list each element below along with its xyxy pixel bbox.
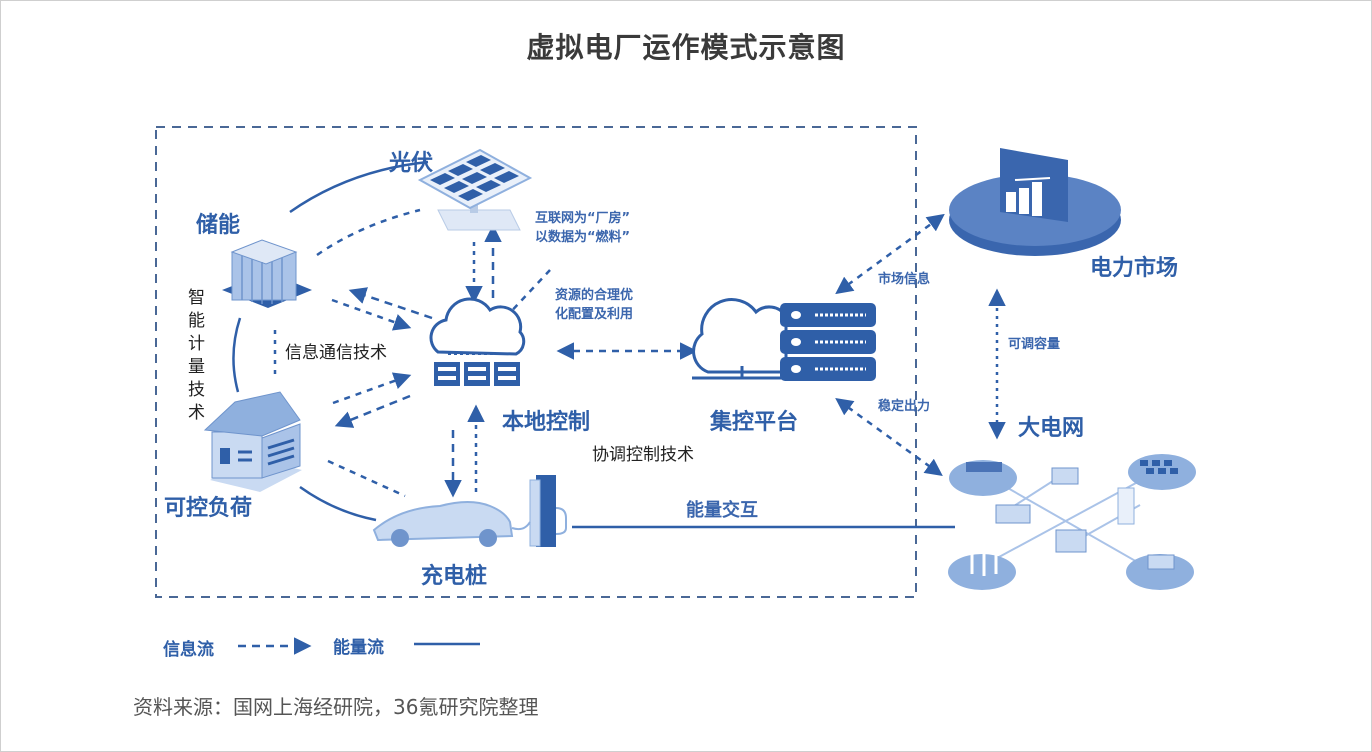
node-label-charging-pile: 充电桩 bbox=[421, 564, 488, 589]
annotation-market-info: 市场信息 bbox=[878, 272, 931, 287]
annotation-adjustable-capacity: 可调容量 bbox=[1008, 337, 1061, 352]
house-icon bbox=[203, 391, 302, 492]
central-platform-icon bbox=[692, 298, 876, 381]
electric-car-icon bbox=[372, 501, 514, 547]
info-arc-storage-pv bbox=[316, 208, 421, 257]
energy-line-storage-pv bbox=[289, 160, 429, 214]
node-label-pv: 光伏 bbox=[389, 151, 434, 176]
node-label-main-grid: 大电网 bbox=[1018, 416, 1085, 441]
annotation-internet-factory-line2: 以数据为“燃料” bbox=[535, 230, 631, 245]
info-arrow-storage-cloud bbox=[331, 298, 412, 331]
annotation-stable-output: 稳定出力 bbox=[878, 399, 931, 414]
annotation-resource-opt-line1: 资源的合理优 bbox=[555, 288, 634, 303]
info-arrow-load-cloud bbox=[332, 372, 412, 405]
legend-energy-flow-label: 能量流 bbox=[333, 638, 384, 658]
vpp-boundary bbox=[155, 126, 917, 598]
info-arrow-cloud-storage bbox=[348, 287, 433, 320]
annotation-internet-factory: 互联网为“厂房” 以数据为“燃料” bbox=[535, 209, 630, 247]
energy-line-storage-load bbox=[232, 317, 242, 393]
annotation-resource-opt-line2: 化配置及利用 bbox=[555, 307, 634, 322]
energy-line-load-ev bbox=[299, 485, 377, 522]
tech-label-coordinated-control: 协调控制技术 bbox=[592, 445, 694, 465]
main-grid-icon bbox=[948, 454, 1196, 590]
info-arrow-central-grid bbox=[835, 397, 943, 477]
legend-info-flow-label: 信息流 bbox=[163, 640, 214, 660]
annotation-energy-interaction: 能量交互 bbox=[686, 500, 758, 521]
node-label-local-control: 本地控制 bbox=[502, 410, 591, 435]
info-arrow-central-market bbox=[835, 213, 945, 295]
charging-pile-icon bbox=[511, 475, 567, 547]
diagram-title: 虚拟电厂运作模式示意图 bbox=[526, 31, 846, 64]
node-label-controllable-load: 可控负荷 bbox=[164, 496, 253, 521]
battery-storage-icon bbox=[222, 239, 312, 308]
local-control-icon bbox=[429, 297, 526, 386]
solar-panel-icon bbox=[417, 148, 533, 231]
annotation-internet-factory-line1: 互联网为“厂房” bbox=[535, 211, 631, 226]
annotation-resource-optimization: 资源的合理优 化配置及利用 bbox=[555, 286, 633, 324]
info-arrow-cloud-load bbox=[334, 394, 411, 428]
power-market-icon bbox=[949, 148, 1121, 256]
info-line-load-ev bbox=[327, 459, 406, 498]
node-label-storage: 储能 bbox=[196, 213, 241, 238]
tech-label-smart-metering: 智能计量技术 bbox=[188, 288, 205, 423]
node-label-central-platform: 集控平台 bbox=[710, 410, 799, 435]
node-label-power-market: 电力市场 bbox=[1090, 256, 1179, 281]
tech-label-ict: 信息通信技术 bbox=[285, 343, 387, 363]
source-note: 资料来源：国网上海经研院，36氪研究院整理 bbox=[133, 695, 539, 719]
